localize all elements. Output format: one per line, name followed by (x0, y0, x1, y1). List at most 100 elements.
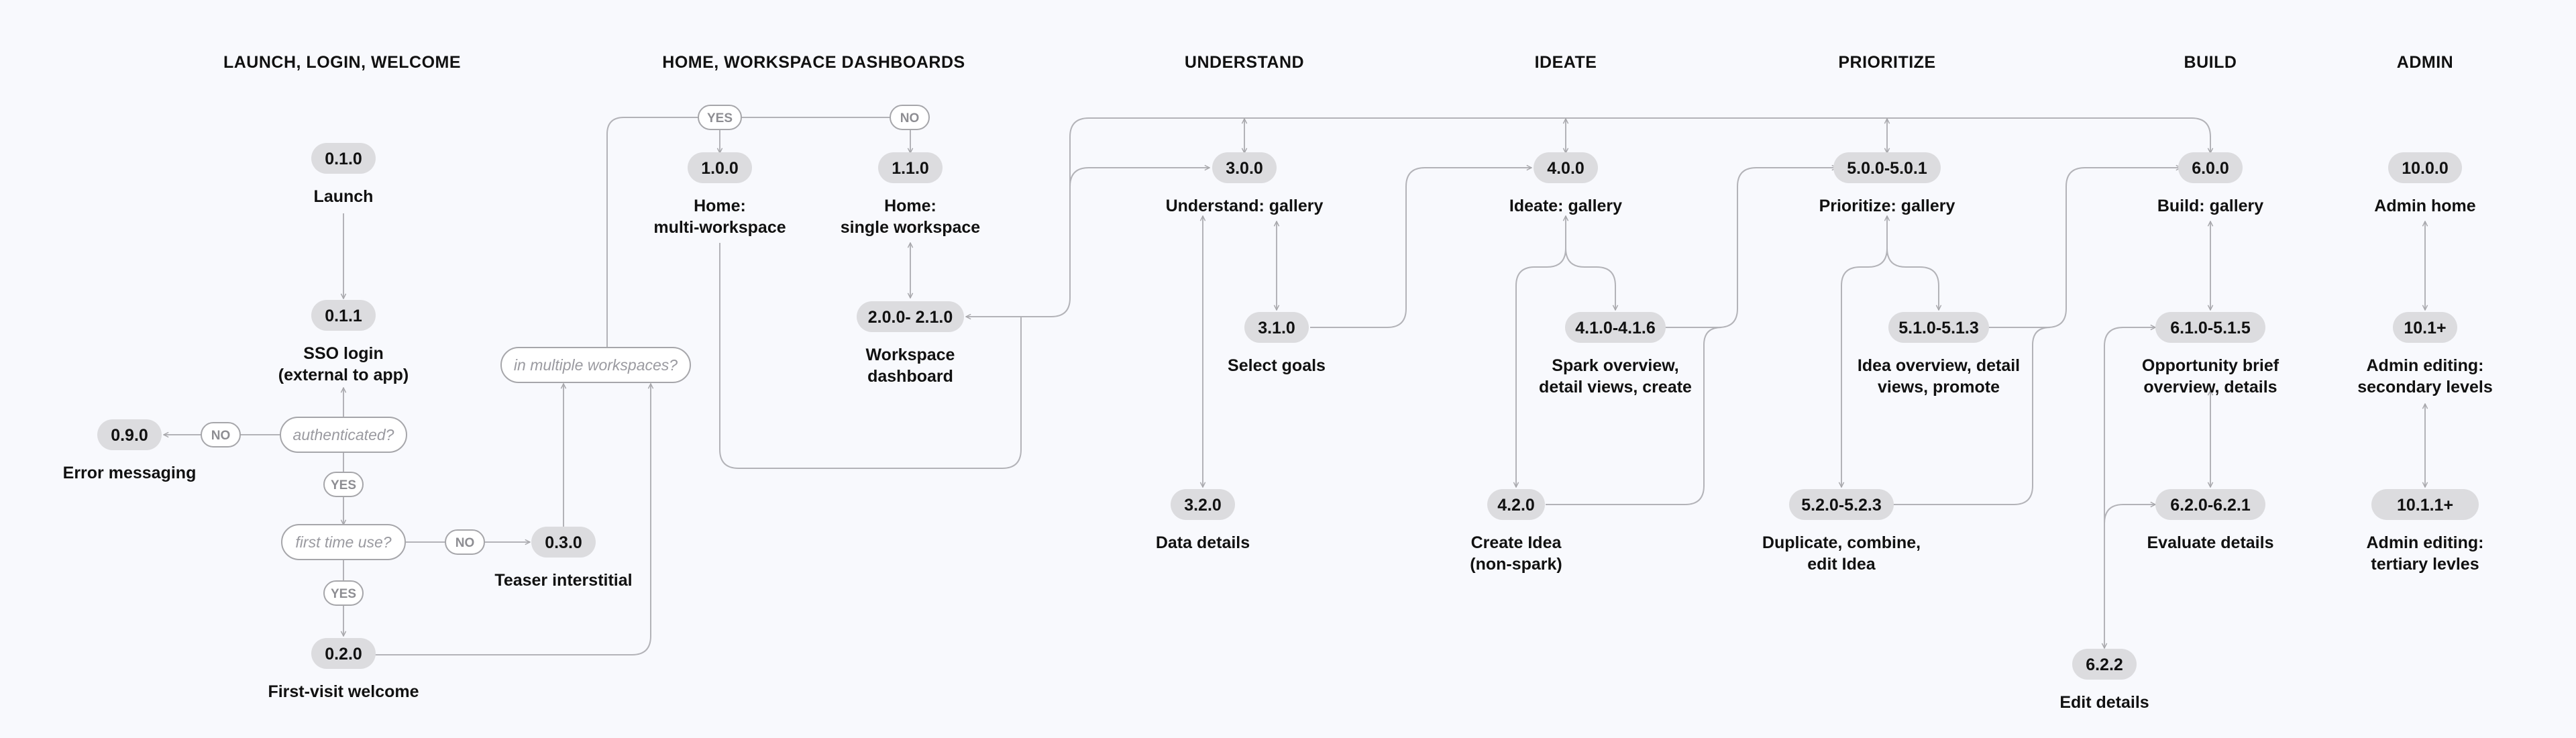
node-id-pill-bg (311, 143, 376, 174)
node-label-line: Admin editing: (2367, 356, 2484, 375)
tag-no-multi-workspace: NO (890, 105, 930, 130)
node-id: 5.1.0-5.1.3 (1898, 319, 1979, 337)
decision-multi-workspace-text: in multiple workspaces? (514, 356, 678, 374)
node-label-line: Idea overview, detail (1858, 356, 2020, 375)
node-id: 6.2.0-6.2.1 (2170, 496, 2251, 515)
node-label-line: First-visit welcome (268, 682, 419, 701)
node-label-line: Home: (694, 197, 746, 215)
node-id-pill: 0.1.1 (311, 300, 376, 331)
node-id-pill: 6.2.0-6.2.1 (2155, 489, 2265, 520)
node-id: 1.0.0 (701, 159, 739, 178)
node-label-line: (non-spark) (1470, 555, 1562, 574)
node-label-line: Launch (314, 187, 374, 206)
node-id: 10.1.1+ (2397, 496, 2453, 515)
node-label-line: SSO login (303, 344, 383, 363)
stage-title-build: BUILD (2184, 53, 2237, 72)
node-label-line: Teaser interstitial (494, 571, 632, 590)
stage-title-home: HOME, WORKSPACE DASHBOARDS (662, 53, 965, 72)
node-label-line: overview, details (2143, 378, 2277, 397)
tag-yes-authenticated-text: YES (331, 478, 356, 492)
node-id-pill-bg (2371, 489, 2479, 520)
node-id-pill: 4.2.0 (1487, 489, 1545, 520)
node-label-line: Build: gallery (2157, 197, 2263, 215)
node-label-line: Home: (884, 197, 936, 215)
node-id: 4.1.0-4.1.6 (1575, 319, 1656, 337)
node-id-pill: 1.1.0 (878, 152, 943, 183)
node-id-pill-bg (2155, 312, 2265, 343)
tag-yes-first-time-text: YES (331, 587, 356, 601)
tag-no-first-time-text: NO (455, 536, 475, 550)
node-label-line: secondary levels (2357, 378, 2493, 397)
node-id-pill-bg (1833, 152, 1941, 183)
node-label-line: Admin editing: (2367, 533, 2484, 552)
node-label-line: Evaluate details (2147, 533, 2274, 552)
node-label-line: Prioritize: gallery (1819, 197, 1955, 215)
tag-no-multi-workspace-text: NO (900, 111, 920, 125)
node-id-pill-bg (531, 527, 596, 558)
node-id-pill: 5.1.0-5.1.3 (1888, 312, 1989, 343)
node-id-pill-bg (1534, 152, 1598, 183)
node-id-pill-bg (1171, 489, 1235, 520)
tag-yes-authenticated: YES (323, 472, 364, 497)
node-id: 0.2.0 (325, 645, 362, 664)
node-id-pill: 0.9.0 (97, 419, 162, 450)
node-id-pill: 3.1.0 (1244, 312, 1309, 343)
stage-title-launch: LAUNCH, LOGIN, WELCOME (223, 53, 461, 72)
node-id-pill: 3.0.0 (1212, 152, 1277, 183)
node-id: 4.2.0 (1497, 496, 1535, 515)
node-id-pill-bg (1565, 312, 1666, 343)
node-label-line: multi-workspace (653, 218, 786, 237)
node-id-pill: 0.2.0 (311, 638, 376, 669)
node-id-pill-bg (1789, 489, 1894, 520)
node-id-pill-bg (311, 300, 376, 331)
decision-first-time-text: first time use? (295, 533, 391, 551)
node-id-pill: 4.0.0 (1534, 152, 1598, 183)
node-id: 1.1.0 (892, 159, 929, 178)
node-id-pill-bg (1212, 152, 1277, 183)
node-id-pill-bg (2178, 152, 2243, 183)
stage-titles: LAUNCH, LOGIN, WELCOME HOME, WORKSPACE D… (223, 53, 2453, 72)
node-id-pill-bg (1888, 312, 1989, 343)
node-id: 3.0.0 (1226, 159, 1263, 178)
node-label-line: views, promote (1878, 378, 2000, 397)
node-id-pill: 6.2.2 (2072, 649, 2137, 680)
node-id: 3.1.0 (1258, 319, 1295, 337)
node-id-pill: 5.0.0-5.0.1 (1833, 152, 1941, 183)
decision-first-time: first time use? (281, 524, 406, 560)
stage-title-ideate: IDEATE (1535, 53, 1597, 72)
tag-no-authenticated: NO (201, 422, 241, 447)
node-10-1-1: 10.1.1+Admin editing:tertiary levles (2367, 489, 2484, 574)
node-id-pill: 6.1.0-5.1.5 (2155, 312, 2265, 343)
node-id: 10.0.0 (2402, 159, 2449, 178)
node-id: 5.2.0-5.2.3 (1801, 496, 1882, 515)
node-label-line: Create Idea (1471, 533, 1562, 552)
node-id-pill-bg (2393, 312, 2457, 343)
node-label-line: single workspace (841, 218, 981, 237)
stage-title-admin: ADMIN (2397, 53, 2453, 72)
node-id-pill: 10.1.1+ (2371, 489, 2479, 520)
decision-authenticated: authenticated? (280, 417, 407, 453)
stage-title-prioritize: PRIORITIZE (1838, 53, 1935, 72)
node-id: 6.0.0 (2192, 159, 2229, 178)
node-label-line: Ideate: gallery (1509, 197, 1622, 215)
node-id: 6.1.0-5.1.5 (2170, 319, 2251, 337)
node-label-line: Workspace (866, 346, 955, 364)
node-id-pill: 3.2.0 (1171, 489, 1235, 520)
node-id-pill: 10.1+ (2393, 312, 2457, 343)
